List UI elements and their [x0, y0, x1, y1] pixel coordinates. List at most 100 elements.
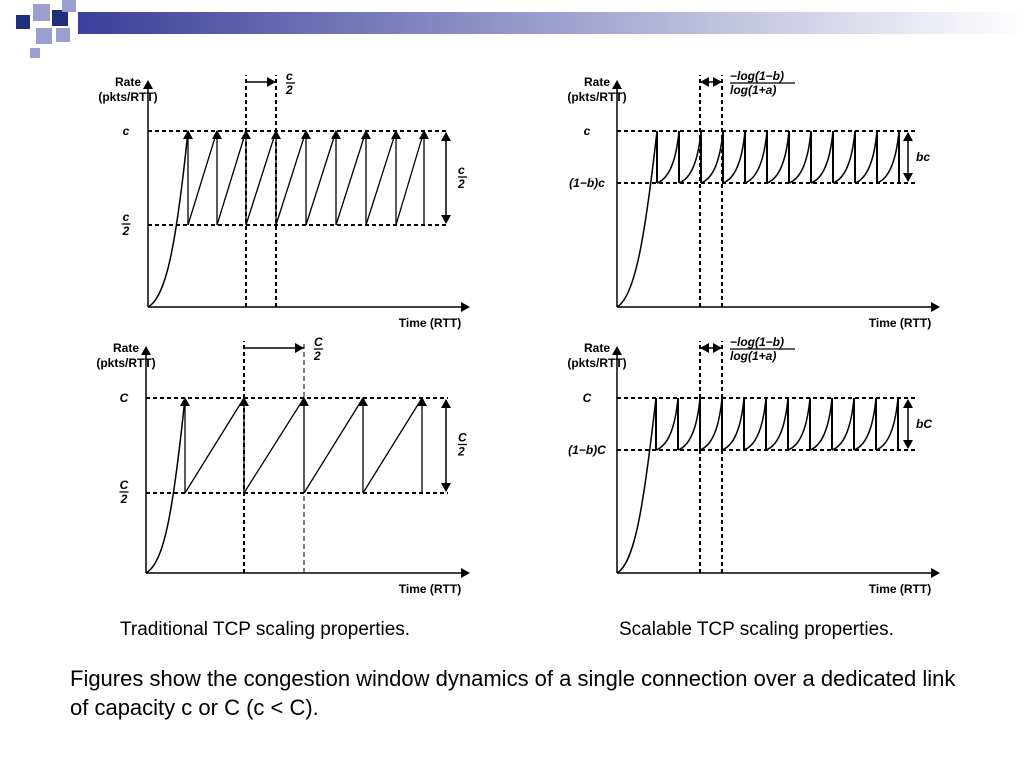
y-axis-arrow [143, 80, 153, 89]
half-capacity-label-den: 2 [120, 492, 128, 506]
amplitude-label-den: 2 [457, 445, 465, 459]
sawtooth-ramp-1 [216, 130, 247, 226]
slow-start-curve [147, 130, 189, 308]
amplitude-arrow-top [903, 132, 913, 141]
sawtooth-ramp-6 [787, 397, 811, 451]
period-label-den: 2 [313, 349, 321, 363]
amplitude-arrow-bottom [441, 483, 451, 492]
sawtooth-peak-arrow-8 [419, 130, 429, 139]
sawtooth-peak-arrow-4 [417, 397, 427, 406]
sawtooth-ramp-3 [275, 130, 307, 226]
sawtooth-ramp-10 [875, 397, 899, 451]
period-arrow-head [267, 77, 276, 87]
amplitude-label-num: C [458, 431, 467, 445]
sawtooth-ramp-7 [395, 130, 425, 226]
sawtooth-ramp-7 [809, 397, 833, 451]
capacity-label: C [120, 391, 129, 405]
sawtooth-ramp-9 [853, 397, 877, 451]
capacity-label: C [583, 391, 592, 405]
x-axis-label: Time (RTT) [399, 316, 461, 330]
sawtooth-ramp-2 [699, 397, 723, 451]
y-axis-arrow [141, 346, 151, 355]
header-square-1 [16, 15, 30, 29]
sawtooth-ramp-9 [854, 130, 878, 184]
capacity-label: c [123, 124, 130, 138]
sawtooth-ramp-2 [245, 130, 277, 226]
sawtooth-ramp-6 [788, 130, 812, 184]
caption-scalable: Scalable TCP scaling properties. [619, 619, 894, 640]
header-square-3 [52, 10, 68, 26]
y-axis-label-line1: Rate [113, 341, 139, 355]
sawtooth-ramp-8 [832, 130, 856, 184]
x-axis-label: Time (RTT) [869, 582, 931, 596]
amplitude-label: bc [916, 150, 930, 164]
sawtooth-ramp-2 [303, 397, 364, 494]
sawtooth-ramp-0 [655, 397, 679, 451]
x-axis-arrow [461, 302, 470, 312]
x-axis-label: Time (RTT) [869, 316, 931, 330]
amplitude-arrow-top [441, 132, 451, 141]
y-axis-label-line2: (pkts/RTT) [96, 356, 155, 370]
header-decoration [16, 0, 1024, 58]
period-label-num: c [286, 69, 293, 83]
diagram-scal-c: Rate(pkts/RTT)Time (RTT)c(1−b)c−log(1−b)… [567, 69, 940, 330]
period-label-num: C [314, 335, 323, 349]
sawtooth-ramp-1 [243, 397, 305, 494]
slow-start-curve [616, 130, 658, 308]
sawtooth-peak-arrow-4 [301, 130, 311, 139]
sawtooth-ramp-6 [365, 130, 397, 226]
y-axis-label-line2: (pkts/RTT) [567, 356, 626, 370]
sawtooth-ramp-5 [765, 397, 789, 451]
slow-start-curve [616, 397, 657, 574]
y-axis-label-line1: Rate [115, 75, 141, 89]
sawtooth-ramp-2 [700, 130, 724, 184]
diagram-scal-C: Rate(pkts/RTT) Time (RTT) C (1−b)C −log(1−b)… [567, 335, 940, 596]
y-axis-arrow [612, 346, 622, 355]
sawtooth-ramp-0 [187, 130, 218, 226]
y-axis-label-line2: (pkts/RTT) [567, 90, 626, 104]
sawtooth-peak-arrow-6 [361, 130, 371, 139]
period-label-den: log(1+a) [730, 349, 776, 363]
sawtooth-ramp-4 [744, 130, 768, 184]
sawtooth-ramp-1 [678, 130, 702, 184]
sawtooth-ramp-4 [743, 397, 767, 451]
caption-traditional: Traditional TCP scaling properties. [120, 619, 411, 640]
header-square-4 [62, 0, 76, 12]
sawtooth-ramp-5 [335, 130, 367, 226]
reduced-capacity-label: (1−b)C [568, 443, 606, 457]
slow-start-curve [145, 397, 186, 574]
sawtooth-peak-arrow-3 [358, 397, 368, 406]
sawtooth-ramp-0 [184, 397, 245, 494]
period-arrow-head [295, 343, 304, 353]
sawtooth-peak-arrow-0 [183, 130, 193, 139]
header-square-7 [30, 48, 40, 58]
sawtooth-ramp-3 [721, 397, 745, 451]
sawtooth-ramp-5 [766, 130, 790, 184]
half-capacity-label-den: 2 [122, 224, 130, 238]
header-square-2 [33, 4, 50, 21]
footnote-text: Figures show the congestion window dynam… [70, 666, 956, 720]
period-label-den: log(1+a) [730, 83, 776, 97]
reduced-capacity-label: (1−b)c [569, 176, 605, 190]
x-axis-arrow [931, 302, 940, 312]
sawtooth-peak-arrow-7 [391, 130, 401, 139]
amplitude-arrow-bottom [441, 215, 451, 224]
sawtooth-ramp-7 [810, 130, 834, 184]
header-gradient-bar [78, 12, 1024, 34]
y-axis-label-line1: Rate [584, 75, 610, 89]
amplitude-arrow-bottom [903, 173, 913, 182]
half-capacity-label-num: c [123, 210, 130, 224]
sawtooth-peak-arrow-2 [241, 130, 251, 139]
period-label-num: −log(1−b) [730, 335, 784, 349]
header-square-6 [56, 28, 70, 42]
sawtooth-ramp-3 [362, 397, 423, 494]
amplitude-arrow-top [903, 399, 913, 408]
period-arrow-head-right [713, 77, 722, 87]
y-axis-label-line1: Rate [584, 341, 610, 355]
amplitude-label: bC [916, 417, 932, 431]
amplitude-label-num: c [458, 163, 465, 177]
amplitude-arrow-top [441, 399, 451, 408]
